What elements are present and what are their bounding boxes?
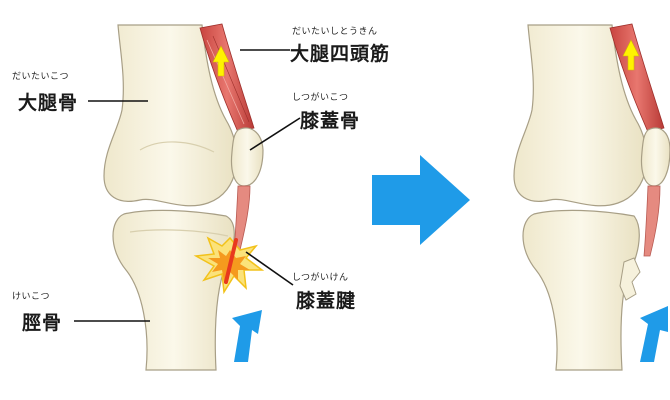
patellar-tendon-right <box>643 185 661 257</box>
tendon-label: 膝蓋腱 <box>296 290 357 312</box>
tibia-label: 脛骨 <box>22 312 63 334</box>
femur-bone-right <box>513 24 648 207</box>
patella-bone-right <box>640 127 670 187</box>
femur-label: 大腿骨 <box>18 92 79 114</box>
tibia-shading <box>129 229 229 237</box>
patella-label: 膝蓋骨 <box>300 110 361 132</box>
quadriceps-muscle-right <box>609 23 665 133</box>
left-knee <box>103 23 265 371</box>
tendon-leader <box>245 251 294 286</box>
arrow-up-right-icon <box>640 306 668 362</box>
patella-bone <box>230 127 264 187</box>
arrow-up-icon <box>622 39 640 71</box>
quadriceps-label: 大腿四頭筋 <box>290 43 391 65</box>
tibia-bone <box>112 209 235 371</box>
patella-leader <box>249 117 301 151</box>
arrow-up-right-icon <box>232 310 262 362</box>
leader-lines <box>74 49 301 322</box>
quadriceps-muscle <box>199 23 255 133</box>
femur-bone <box>103 24 238 207</box>
right-knee <box>513 23 670 371</box>
bone-fragment <box>619 257 641 301</box>
arrow-right-icon <box>372 155 470 245</box>
arrow-up-icon <box>212 45 230 77</box>
patella-ruby: しつがいこつ <box>292 93 349 103</box>
quadriceps-ruby: だいたいしとうきん <box>292 27 378 37</box>
tendon-ruby: しつがいけん <box>292 273 349 283</box>
femur-shading <box>139 141 215 153</box>
tibia-bone-right <box>522 209 640 371</box>
tibia-ruby: けいこつ <box>12 292 51 302</box>
femur-ruby: だいたいこつ <box>12 72 70 82</box>
